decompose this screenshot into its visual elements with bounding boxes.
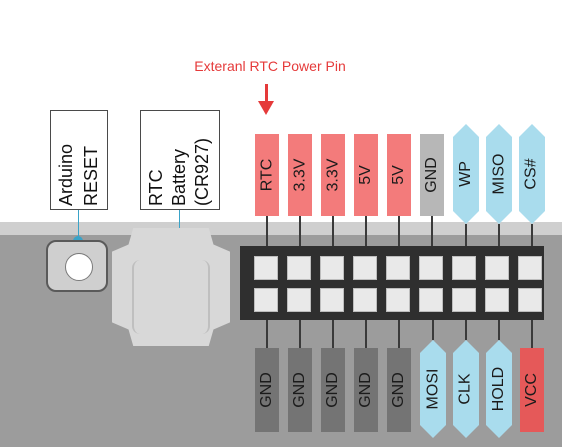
- top-pin-5-label: 5V: [389, 165, 407, 185]
- bottom-pin-4: GND: [354, 348, 378, 432]
- battery-holder: [112, 228, 230, 346]
- bottom-pin-2: GND: [288, 348, 312, 432]
- bottom-pin-9: VCC: [520, 348, 544, 432]
- header-cell: [320, 288, 344, 312]
- battery-label-line3: (CR927): [192, 137, 212, 206]
- bottom-pin-8-label: HOLD: [490, 366, 508, 412]
- top-stub-9: [531, 224, 533, 246]
- header-cell: [254, 256, 278, 280]
- header-cell: [485, 256, 509, 280]
- top-pin-2: 3.3V: [288, 134, 312, 216]
- bottom-pin-2-label: GND: [291, 372, 308, 408]
- bottom-stub-6: [432, 320, 434, 340]
- header-cell: [452, 288, 476, 312]
- top-pin-7-label: WP: [457, 161, 474, 187]
- top-pin-1: RTC: [255, 134, 279, 216]
- top-stub-6: [431, 216, 433, 246]
- reset-label-line1: Arduino: [56, 143, 76, 206]
- bottom-pin-3-label: GND: [324, 372, 341, 408]
- bottom-pin-6-label: MOSI: [424, 368, 442, 410]
- top-stub-8: [498, 224, 500, 246]
- header-cell: [254, 288, 278, 312]
- header-cell: [386, 288, 410, 312]
- top-stub-4: [365, 216, 367, 246]
- top-stub-2: [299, 216, 301, 246]
- annotation-title: Exteranl RTC Power Pin: [194, 58, 346, 74]
- bottom-pin-3: GND: [321, 348, 345, 432]
- reset-button-cap: [65, 253, 93, 281]
- battery-label-box: RTC Battery (CR927): [140, 110, 220, 210]
- top-stub-3: [332, 216, 334, 246]
- header-cell: [353, 288, 377, 312]
- header-cell: [419, 288, 443, 312]
- reset-label-box: Arduino RESET: [50, 110, 108, 210]
- top-pin-9: CS#: [519, 124, 545, 224]
- header-cell: [320, 256, 344, 280]
- top-pin-2-label: 3.3V: [291, 158, 309, 192]
- bottom-stub-8: [498, 320, 500, 340]
- bottom-pin-5: GND: [387, 348, 411, 432]
- top-pin-3: 3.3V: [321, 134, 345, 216]
- header-cell: [419, 256, 443, 280]
- reset-button: [46, 240, 108, 292]
- bottom-pin-7-label: CLK: [457, 373, 474, 405]
- bottom-stub-2: [299, 320, 301, 348]
- battery-leader-line: [179, 210, 180, 240]
- header-cell: [386, 256, 410, 280]
- annotation-arrow-line: [265, 84, 268, 102]
- bottom-pin-9-label: VCC: [523, 373, 540, 407]
- bottom-pin-8: HOLD: [486, 340, 512, 438]
- bottom-pin-1: GND: [255, 348, 279, 432]
- bottom-pin-6: MOSI: [420, 340, 446, 438]
- top-pin-8: MISO: [486, 124, 512, 224]
- top-pin-8-label: MISO: [490, 153, 508, 195]
- top-pin-9-label: CS#: [523, 158, 540, 190]
- bottom-stub-5: [398, 320, 400, 348]
- battery-cell: [132, 260, 210, 334]
- top-pin-6: GND: [420, 134, 444, 216]
- bottom-pin-4-label: GND: [357, 372, 374, 408]
- top-pin-1-label: RTC: [258, 158, 275, 192]
- header-cell: [485, 288, 509, 312]
- bottom-pin-7: CLK: [453, 340, 479, 438]
- top-pin-5: 5V: [387, 134, 411, 216]
- header-cell: [518, 256, 542, 280]
- top-pin-4: 5V: [354, 134, 378, 216]
- header-cell: [452, 256, 476, 280]
- annotation-arrow-head: [258, 101, 274, 115]
- bottom-pin-5-label: GND: [390, 372, 407, 408]
- bottom-stub-9: [531, 320, 533, 348]
- top-stub-7: [465, 224, 467, 246]
- header-cell: [353, 256, 377, 280]
- bottom-stub-1: [266, 320, 268, 348]
- bottom-stub-3: [332, 320, 334, 348]
- top-pin-4-label: 5V: [356, 165, 374, 185]
- header-cell: [518, 288, 542, 312]
- bottom-stub-7: [465, 320, 467, 340]
- top-pin-6-label: GND: [423, 157, 440, 193]
- bottom-stub-4: [365, 320, 367, 348]
- bottom-pin-1-label: GND: [258, 372, 275, 408]
- reset-leader-line: [78, 210, 79, 240]
- battery-label-line1: RTC: [146, 169, 166, 206]
- top-pin-3-label: 3.3V: [324, 158, 342, 192]
- reset-label-line2: RESET: [81, 145, 101, 206]
- top-stub-1: [266, 216, 268, 246]
- top-pin-7: WP: [453, 124, 479, 224]
- header-cell: [287, 288, 311, 312]
- top-stub-5: [398, 216, 400, 246]
- battery-label-line2: Battery: [169, 148, 189, 206]
- header-cell: [287, 256, 311, 280]
